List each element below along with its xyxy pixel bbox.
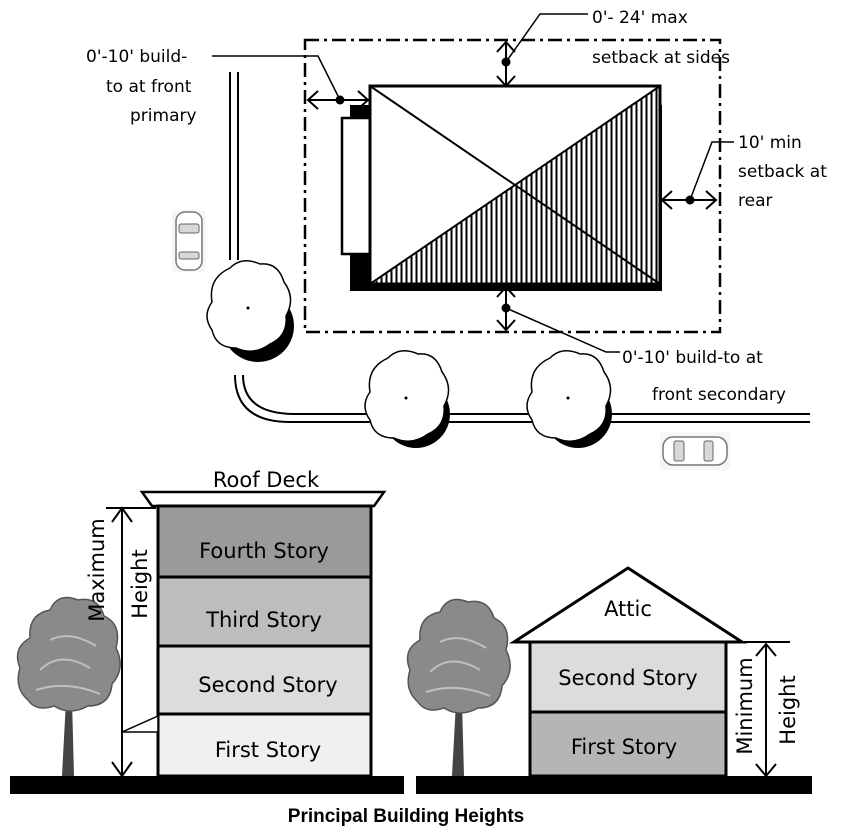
- small-second-story: [528, 640, 728, 714]
- roof-deck-label: Roof Deck: [213, 468, 320, 492]
- min-height-label-1: Minimum: [733, 657, 757, 754]
- tree-side-icon: [16, 596, 121, 776]
- max-height-label-2: Height: [128, 549, 152, 618]
- min-height-label-2: Height: [776, 675, 800, 744]
- tall-building: Roof Deck Fourth Story Third Story Secon…: [85, 468, 387, 778]
- first-story: [156, 712, 373, 778]
- street-lines: [229, 72, 810, 423]
- small-second-story-label: Second Story: [558, 666, 697, 690]
- car-top-icon: [172, 210, 206, 272]
- roof-deck-parapet: [139, 490, 387, 508]
- leader-lines: [212, 13, 734, 353]
- tree-plan-icon: [364, 350, 450, 448]
- site-plan: 0'-10' build- to at front primary 0'- 24…: [86, 8, 832, 470]
- max-height-arrow: [106, 506, 156, 778]
- building-footprint: [340, 84, 662, 291]
- elevations: Roof Deck Fourth Story Third Story Secon…: [10, 468, 812, 827]
- fourth-story: [156, 504, 373, 579]
- ground-line-left: [10, 776, 404, 794]
- leader-dots: [335, 57, 695, 313]
- fourth-story-label: Fourth Story: [199, 539, 329, 563]
- caption: Principal Building Heights: [288, 806, 524, 827]
- small-first-story-label: First Story: [571, 735, 677, 759]
- label-rear: 10' min setback at rear: [738, 133, 832, 211]
- third-story-label: Third Story: [205, 608, 322, 632]
- min-height-arrow: [728, 641, 790, 778]
- tree-plan-icon: [526, 350, 612, 448]
- max-height-label-1: Maximum: [85, 518, 109, 621]
- small-building: Attic Second Story First Story Minimum H…: [508, 566, 800, 778]
- second-story-label: Second Story: [198, 673, 337, 697]
- label-front-primary: 0'-10' build- to at front primary: [86, 47, 197, 126]
- tree-side-icon: [406, 598, 511, 776]
- label-front-secondary: 0'-10' build-to at front secondary: [622, 348, 786, 405]
- lot-boundary: [303, 38, 722, 334]
- car-bottom-icon: [660, 432, 730, 470]
- first-story-label: First Story: [215, 738, 321, 762]
- ground-line-right: [416, 776, 812, 794]
- attic-label: Attic: [604, 597, 652, 621]
- small-first-story: [528, 710, 728, 778]
- second-story: [156, 644, 373, 716]
- label-sides: 0'- 24' max setback at sides: [592, 8, 730, 68]
- tree-plan-icon: [206, 260, 294, 362]
